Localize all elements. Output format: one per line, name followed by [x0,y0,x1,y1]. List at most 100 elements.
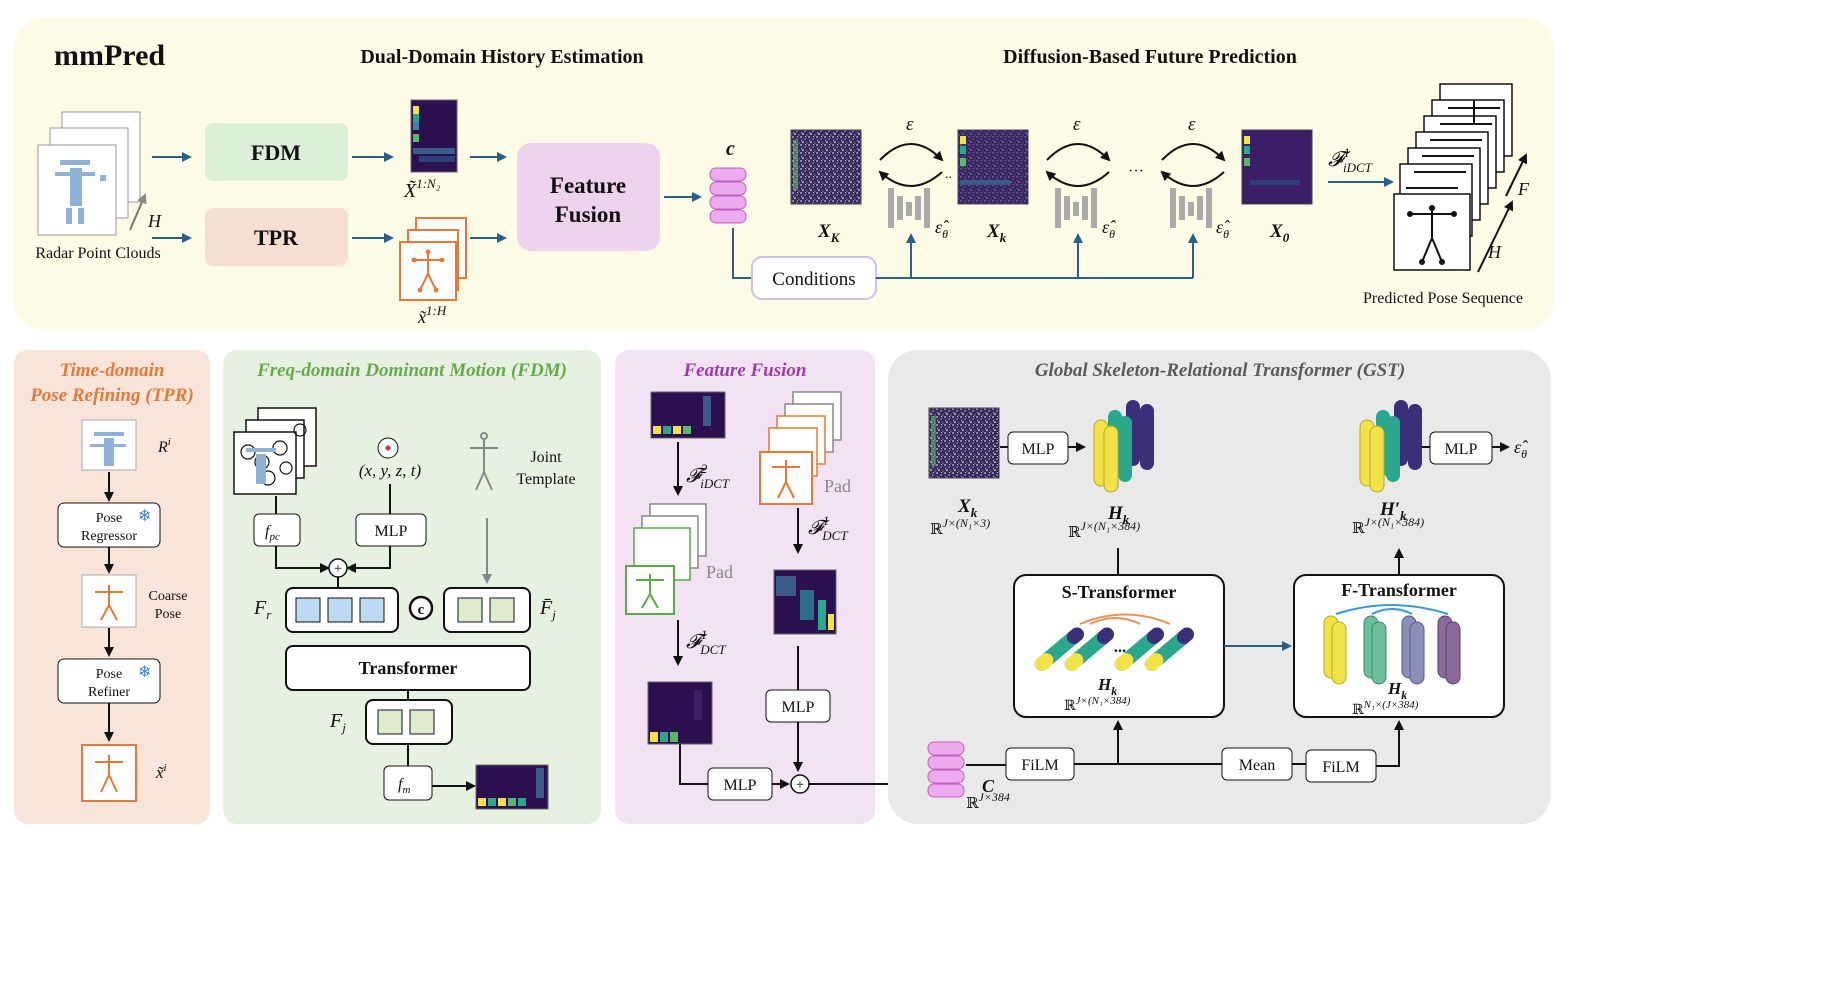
s-transformer-dots: ... [1114,639,1126,656]
gst-mlp-out-label: MLP [1445,441,1478,458]
fj-bar-token-box [443,587,531,633]
fdm-title: Freq-domain Dominant Motion (FDM) [256,360,567,381]
hk-prime-feature-block [1359,400,1422,493]
clean-sample-x0 [1241,129,1313,205]
feature-fusion-label-2: Fusion [555,202,622,227]
frozen-icon-1: ❄ [138,508,151,525]
xK-label: XK [817,221,841,245]
fdm-box-label: FDM [251,140,301,165]
film-label-b: FiLM [1322,759,1359,776]
xk-label: Xk [986,221,1007,245]
hk-feature-block [1093,400,1154,493]
joint-template-label-1: Joint [530,449,562,466]
dots-2: ··· [1128,163,1144,180]
radar-point-cloud-stack [37,111,141,236]
fr-label: Fr [253,597,272,622]
mean-label: Mean [1239,757,1275,774]
fpc-label: fpc [265,523,280,543]
r-label: Ri [157,436,171,456]
intermediate-sample-xk [957,129,1029,205]
fj-label: Fj [329,710,346,735]
tpr-box-label: TPR [254,225,299,250]
pad-label-a: Pad [706,562,733,582]
gst-hk-label: Hk [1107,503,1130,527]
gst-c-label: C [982,776,995,796]
f-transformer-dim: ℝN₁×(J×384) [1352,699,1419,718]
history-heatmap-label: X̃1:N₂ [403,176,441,202]
predicted-skeleton-icon [1406,100,1500,263]
gst-mlp-in-label: MLP [1022,441,1055,458]
pose-regressor-label-1: Pose [96,511,122,526]
concat-icon [408,595,434,621]
tpr-title-2: Pose Refining (TPR) [29,385,194,406]
pose-refiner-label-2: Refiner [88,685,130,700]
future-section-title: Diffusion-Based Future Prediction [1003,46,1297,68]
gst-input-xk [928,407,1000,479]
feature-fusion-box [517,143,660,251]
joint-template-label-2: Template [516,471,575,488]
predicted-pose-stack [1393,83,1513,271]
noisy-sample-xK [790,129,862,205]
f-transformer-label: F-Transformer [1341,580,1457,600]
fdm-output-heatmap [475,764,549,810]
fusion-dct-heatmap-a [647,681,713,745]
condition-embedding-icon [709,167,747,224]
f-transformer-h-label: Hk [1387,679,1407,702]
feature-fusion-label-1: Feature [550,173,626,198]
f-axis-label: F [1517,179,1530,199]
denoiser-unet-icon-2 [1055,188,1097,228]
tpr-box [205,208,348,266]
gst-title: Global Skeleton-Relational Transformer (… [1035,360,1405,381]
fj-bar-label: F̄j [539,597,556,622]
film-label-a: FiLM [1021,757,1058,774]
fusion-input-heatmap [650,391,726,439]
eps-label-1: ε [906,114,914,135]
x0-label: X0 [1269,221,1290,245]
gst-hkp-dim: ℝJ×(N₁×384) [1352,515,1424,537]
s-transformer-label: S-Transformer [1062,582,1177,602]
fusion-add-symbol: + [796,777,804,793]
eps-label-3: ε [1188,114,1196,135]
xyzt-label: (x, y, z, t) [359,461,422,480]
gst-xk-label: Xk [957,496,978,520]
gst-xk-dim: ℝJ×(N₁×3) [930,516,990,538]
frozen-icon-2: ❄ [138,664,151,681]
eps-label-2: ε [1073,114,1081,135]
denoiser-unet-icon-1 [888,188,930,228]
condition-c-label: c [726,138,735,160]
history-section-title: Dual-Domain History Estimation [360,46,643,68]
fdm-panel [223,350,601,824]
refined-pose-label: x̃i [155,762,167,782]
concat-symbol: c [418,602,425,618]
pose-stack-label: x̃1:H [417,303,447,327]
fm-box [383,765,433,801]
s-transformer-joint-tokens [1034,613,1194,672]
fusion-title: Feature Fusion [682,360,806,381]
radar-label: Radar Point Clouds [35,245,160,262]
pad-label-b: Pad [824,476,851,496]
fusion-orange-pose-stack [759,391,842,505]
h-arrow [129,193,147,231]
model-title: mmPred [54,39,165,72]
pose-stack [399,217,467,301]
h-label: H [147,211,162,231]
dots-1: .. [945,167,952,182]
f-transformer-frame-tokens [1323,604,1461,685]
history-heatmap [410,99,458,173]
h-axis-label: H [1487,242,1502,262]
gst-c-dim: ℝJ×384 [966,790,1010,812]
s-transformer-h-label: Hk [1097,675,1117,698]
predicted-label: Predicted Pose Sequence [1363,290,1523,307]
pose-regressor-label-2: Regressor [81,529,137,544]
fdm-box [205,123,348,181]
gst-hk-dim: ℝJ×(N₁×384) [1068,519,1140,541]
conditions-label: Conditions [772,269,855,290]
fusion-mlp-label-b: MLP [782,699,815,716]
pose-refiner-label-1: Pose [96,667,122,682]
fdm-add-symbol: + [334,561,342,577]
